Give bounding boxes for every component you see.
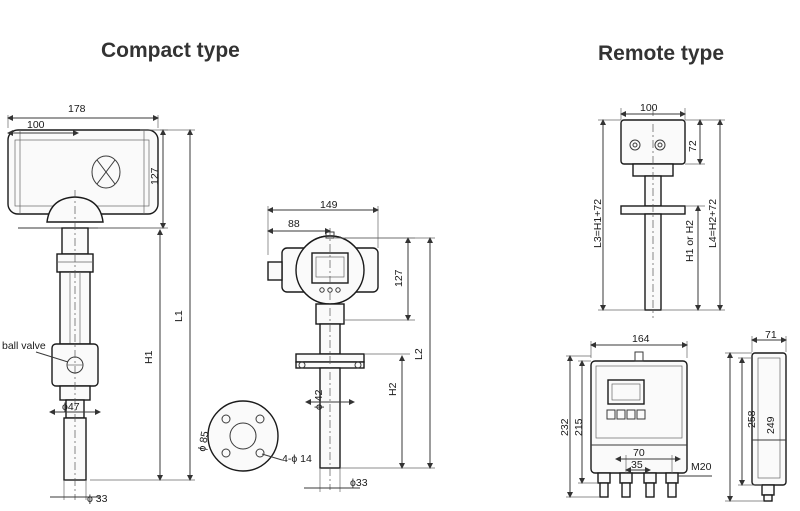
dim-L1: L1 (173, 310, 185, 322)
compact-flowmeter-drawing: 178 100 127 L1 H1 ball valve ϕ47 ϕ 33 (2, 103, 195, 505)
dim-holes: 4-ϕ 14 (282, 453, 312, 465)
dim-L4: L4=H2+72 (707, 199, 719, 248)
dim-71: 71 (765, 329, 777, 341)
label-ball-valve: ball valve (2, 340, 46, 352)
dim-127-compact: 127 (149, 167, 161, 185)
dim-70: 70 (633, 447, 645, 459)
dim-127-flanged: 127 (393, 269, 405, 287)
dim-H2: H2 (387, 382, 399, 396)
flange-top-view: ϕ 85 4-ϕ 14 (196, 400, 312, 472)
label-M20: M20 (691, 461, 712, 473)
dim-phi42: ϕ 42 (313, 389, 325, 410)
dim-phi33-right: ϕ33 (350, 477, 368, 489)
dim-remote-72: 72 (687, 140, 699, 152)
dim-88: 88 (288, 218, 300, 230)
dim-258: 258 (746, 410, 758, 428)
dim-178: 178 (68, 103, 86, 115)
dim-149: 149 (320, 199, 338, 211)
dim-L3: L3=H1+72 (592, 199, 604, 248)
dim-249: 249 (765, 416, 777, 434)
dim-215: 215 (573, 418, 585, 436)
dim-35: 35 (631, 459, 643, 471)
compact-flanged-drawing: 149 88 127 L2 H2 ϕ 42 ϕ33 (267, 199, 435, 492)
remote-sensor-drawing: 100 72 L3=H1+72 H1 or H2 L4=H2+72 (592, 102, 725, 318)
dim-remote-100: 100 (640, 102, 658, 114)
dim-100: 100 (27, 119, 45, 131)
remote-type-title: Remote type (598, 42, 725, 65)
dim-164: 164 (632, 333, 650, 345)
compact-type-title: Compact type (101, 39, 240, 62)
remote-converter-front: 164 232 215 70 35 M20 (559, 333, 712, 498)
dim-H1: H1 (143, 350, 155, 364)
dim-phi33-left: ϕ 33 (87, 493, 108, 505)
dim-phi47: ϕ47 (62, 401, 80, 413)
dim-L2: L2 (413, 348, 425, 360)
dim-232: 232 (559, 418, 571, 436)
dim-H1-or-H2: H1 or H2 (684, 220, 696, 262)
dim-phi85: ϕ 85 (196, 430, 211, 452)
remote-converter-side: 71 258 249 (725, 329, 787, 502)
